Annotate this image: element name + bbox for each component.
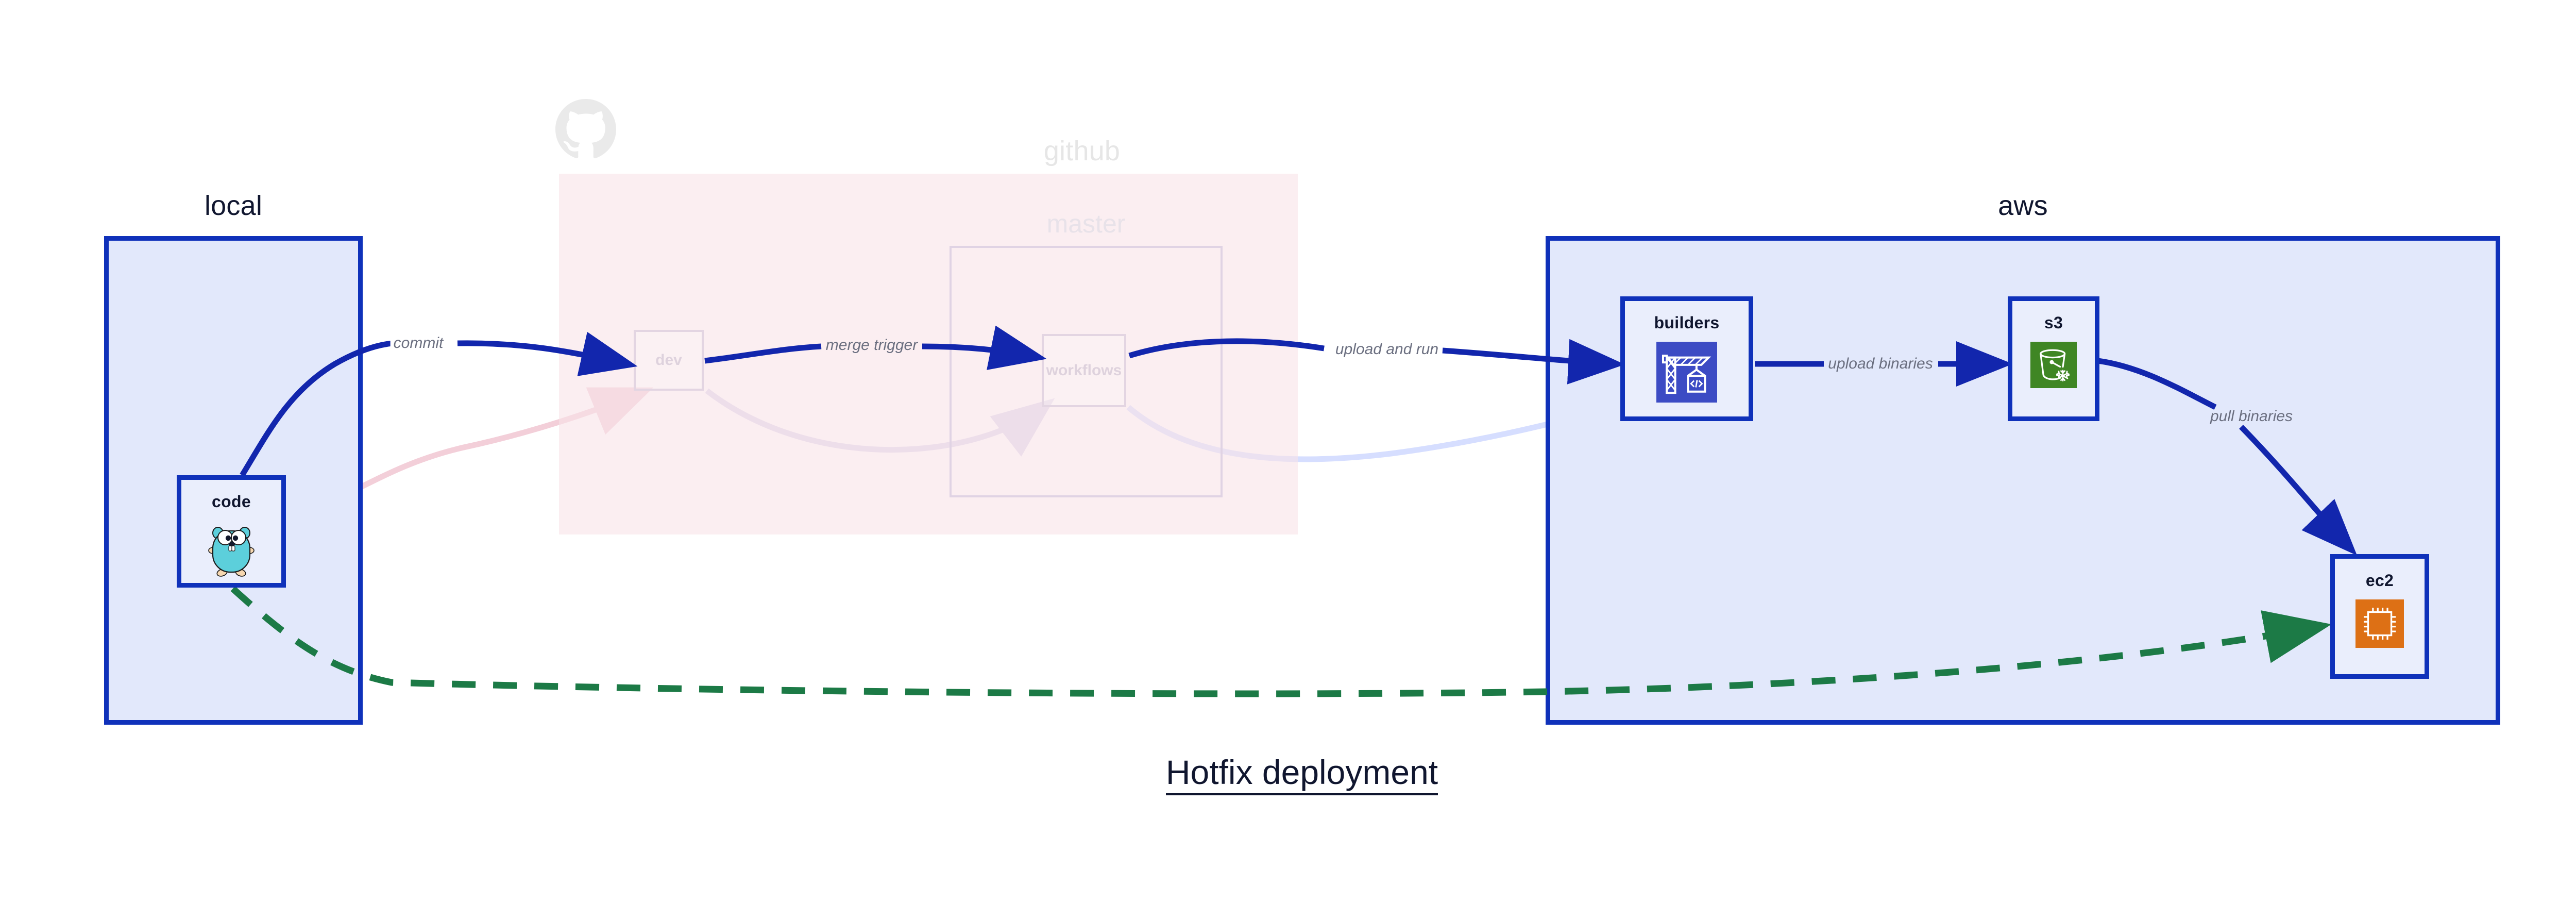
group-github-label: github [1043, 136, 1121, 166]
edge-label-commit: commit [390, 335, 447, 352]
aws-ec2-chip-icon [2355, 599, 2404, 650]
aws-codebuild-icon [1656, 342, 1717, 405]
go-gopher-icon [207, 521, 256, 580]
page-title: Hotfix deployment [0, 753, 2576, 795]
edge-merge-trigger-a [704, 343, 822, 364]
node-workflows: workflows [1042, 334, 1126, 407]
edge-commit-b [457, 331, 638, 376]
node-dev: dev [634, 330, 704, 391]
edge-merge-trigger-b [922, 325, 1047, 370]
edge-upload-and-run-a [1128, 338, 1325, 359]
edge-label-upload-and-run: upload and run [1332, 341, 1442, 358]
node-s3[interactable]: s3 [2008, 296, 2099, 421]
node-code-label: code [212, 492, 251, 511]
node-master-label: master [1046, 209, 1126, 238]
github-octocat-icon [555, 99, 616, 160]
node-builders[interactable]: builders [1620, 296, 1753, 421]
node-code[interactable]: code [177, 475, 286, 588]
edge-upload-and-run-b [1442, 339, 1625, 385]
node-ec2-label: ec2 [2365, 571, 2394, 590]
group-github [559, 174, 1298, 534]
edge-hotfix-dashed [230, 586, 2332, 697]
node-s3-label: s3 [2044, 313, 2063, 332]
edge-pull-binaries-b [2239, 425, 2358, 556]
edge-label-merge-trigger: merge trigger [825, 337, 918, 354]
edge-label-pull-binaries: pull binaries [2210, 408, 2293, 425]
node-master [950, 246, 1223, 497]
aws-s3-bucket-icon [2030, 342, 2077, 391]
node-builders-label: builders [1654, 313, 1720, 332]
node-dev-label: dev [655, 352, 682, 369]
edge-label-upload-binaries: upload binaries [1828, 355, 1933, 372]
group-local-label: local [204, 190, 263, 221]
page-title-text: Hotfix deployment [1165, 753, 1438, 795]
node-workflows-label: workflows [1046, 362, 1122, 379]
group-aws-label: aws [1998, 190, 2048, 221]
node-ec2[interactable]: ec2 [2330, 554, 2429, 679]
edge-commit [240, 340, 413, 477]
edge-pull-binaries-a [2097, 358, 2217, 410]
